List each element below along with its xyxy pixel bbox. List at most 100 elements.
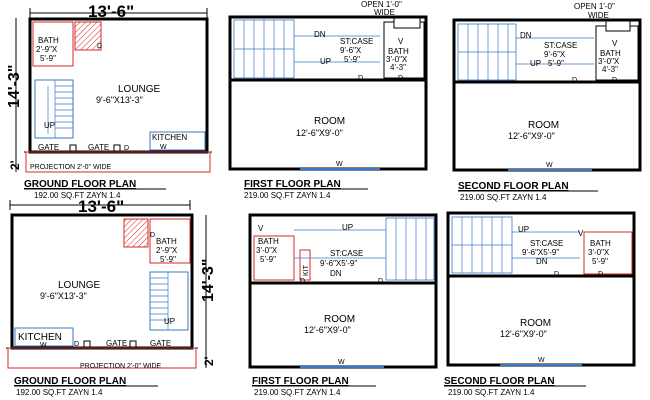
projection-dimension: 2' <box>8 160 22 170</box>
stair-up-tag: UP <box>518 225 529 234</box>
room-size: 12'-6"X9'-0" <box>508 131 555 141</box>
bath-label: BATH <box>38 36 59 45</box>
projection-dimension: 2' <box>202 356 216 366</box>
window-tag: W <box>160 144 167 151</box>
bath-size-2: 4'-3" <box>390 63 406 72</box>
bath-size-1: 3'-0"X <box>386 55 408 64</box>
door-tag: D <box>572 77 577 84</box>
plan-area: 219.00 SQ.FT ZAYN 1.4 <box>448 388 535 397</box>
plan-area: 219.00 SQ.FT ZAYN 1.4 <box>460 193 547 202</box>
room-label: ROOM <box>520 318 551 329</box>
room-size: 12'-6"X9'-0" <box>296 128 343 138</box>
door-tag: D <box>97 43 102 50</box>
first-floor-plan-top: OPEN 1'-0" WIDE DN UP ST:CASE 9'-6"X 5'-… <box>228 0 428 200</box>
plan-area: 219.00 SQ.FT ZAYN 1.4 <box>244 191 331 200</box>
door-tag: D <box>598 271 603 278</box>
door-tag: D <box>124 145 129 152</box>
door-tag: D <box>612 77 617 84</box>
bath-size-1: 3'-0"X <box>588 248 610 257</box>
bath-label: BATH <box>388 47 409 56</box>
width-dimension: 13'-6" <box>88 2 134 21</box>
width-dimension: 13'-6" <box>78 197 124 216</box>
stcase-size: 9'-6"X5'-9" <box>320 259 357 268</box>
room-size: 12'-6"X9'-0" <box>500 329 547 339</box>
plan-area: 219.00 SQ.FT ZAYN 1.4 <box>254 388 341 397</box>
window-tag: W <box>546 162 553 169</box>
open-note: OPEN 1'-0" <box>361 0 402 9</box>
room-size: 12'-6"X9'-0" <box>304 325 351 335</box>
stair-up-tag: UP <box>44 121 55 130</box>
stair-up-tag: UP <box>530 59 541 68</box>
plan-title: SECOND FLOOR PLAN <box>444 376 555 387</box>
plan-title: FIRST FLOOR PLAN <box>244 179 341 190</box>
door-tag: D <box>554 271 559 278</box>
projection-note: PROJECTION 2'-0" WIDE <box>80 363 162 370</box>
plan-title: GROUND FLOOR PLAN <box>24 179 136 190</box>
kit-label: KIT <box>303 264 310 276</box>
stcase-size-2: 5'-9" <box>548 59 564 68</box>
bath-size-1: 2'-9"X <box>156 246 178 255</box>
first-floor-plan-bottom: V BATH 3'-0"X 5'-9" KIT UP ST:CASE 9'-6"… <box>248 213 438 397</box>
bath-size-2: 5'-9" <box>160 255 176 264</box>
stcase-label: ST:CASE <box>330 249 363 258</box>
height-dimension: 14'-3" <box>200 259 217 302</box>
stair-up-tag: UP <box>342 223 353 232</box>
open-note: OPEN 1'-0" <box>574 2 615 11</box>
stcase-size: 9'-6"X <box>340 46 362 55</box>
bath-size-1: 2'-9"X <box>36 45 58 54</box>
plan-title: FIRST FLOOR PLAN <box>252 376 349 387</box>
v-tag: V <box>258 224 264 233</box>
bath-size-2: 5'-9" <box>40 54 56 63</box>
height-dimension: 14'-3" <box>6 65 23 108</box>
stcase-size: 9'-6"X5'-9" <box>522 248 559 257</box>
plan-title: SECOND FLOOR PLAN <box>458 181 569 192</box>
bath-label: BATH <box>156 237 177 246</box>
window-tag: W <box>336 161 343 168</box>
stair-dn-tag: DN <box>330 269 342 278</box>
projection-note: PROJECTION 2'-0" WIDE <box>30 164 112 171</box>
room-label: ROOM <box>324 314 355 325</box>
ground-floor-plan-bottom: 13'-6" 14'-3" 2' PROJECTION 2'-0" WIDE D… <box>6 197 217 397</box>
door-tag: D <box>398 75 403 82</box>
kitchen-label: KITCHEN <box>152 133 187 142</box>
v-tag: V <box>612 39 618 48</box>
bath-size-2: 5'-9" <box>592 257 608 266</box>
door-tag: D <box>358 75 363 82</box>
lounge-label: LOUNGE <box>58 280 101 291</box>
stair-up-tag: UP <box>164 317 175 326</box>
bath-label: BATH <box>590 239 611 248</box>
v-tag: V <box>578 229 584 238</box>
gate-label: GATE <box>88 143 109 152</box>
room-label: ROOM <box>314 116 345 127</box>
stcase-label: ST:CASE <box>530 239 563 248</box>
lounge-size: 9'-6"X13'-3" <box>96 95 143 105</box>
stcase-size-2: 5'-9" <box>344 55 360 64</box>
window-tag: W <box>538 357 545 364</box>
window-tag: W <box>338 359 345 366</box>
window-tag: W <box>40 342 47 349</box>
lounge-label: LOUNGE <box>118 84 161 95</box>
wide-note: WIDE <box>588 11 609 20</box>
bath-size-2: 4'-3" <box>602 65 618 74</box>
v-tag: V <box>398 37 404 46</box>
second-floor-plan-bottom: UP ST:CASE 9'-6"X5'-9" DN V BATH 3'-0"X … <box>444 211 636 397</box>
stair-dn-tag: DN <box>536 257 548 266</box>
gate-label: GATE <box>38 143 59 152</box>
bath-size-1: 3'-0"X <box>256 246 278 255</box>
plan-area: 192.00 SQ.FT ZAYN 1.4 <box>16 388 103 397</box>
plan-title: GROUND FLOOR PLAN <box>14 376 126 387</box>
room-label: ROOM <box>528 120 559 131</box>
ground-floor-plan-top: 13'-6" 14'-3" 2' PROJECTION 2'-0" WIDE B… <box>6 2 212 200</box>
stcase-label: ST:CASE <box>544 41 577 50</box>
lounge-size: 9'-6"X13'-3" <box>40 291 87 301</box>
door-tag: D <box>74 341 79 348</box>
stair-dn-tag: DN <box>314 30 326 39</box>
bath-label: BATH <box>600 49 621 58</box>
bath-size-2: 5'-9" <box>260 255 276 264</box>
bath-size-1: 3'-0"X <box>598 57 620 66</box>
stair-up-tag: UP <box>320 57 331 66</box>
plan-area: 192.00 SQ.FT ZAYN 1.4 <box>34 191 121 200</box>
stair-dn-tag: DN <box>520 31 532 40</box>
door-tag: D <box>378 278 383 285</box>
